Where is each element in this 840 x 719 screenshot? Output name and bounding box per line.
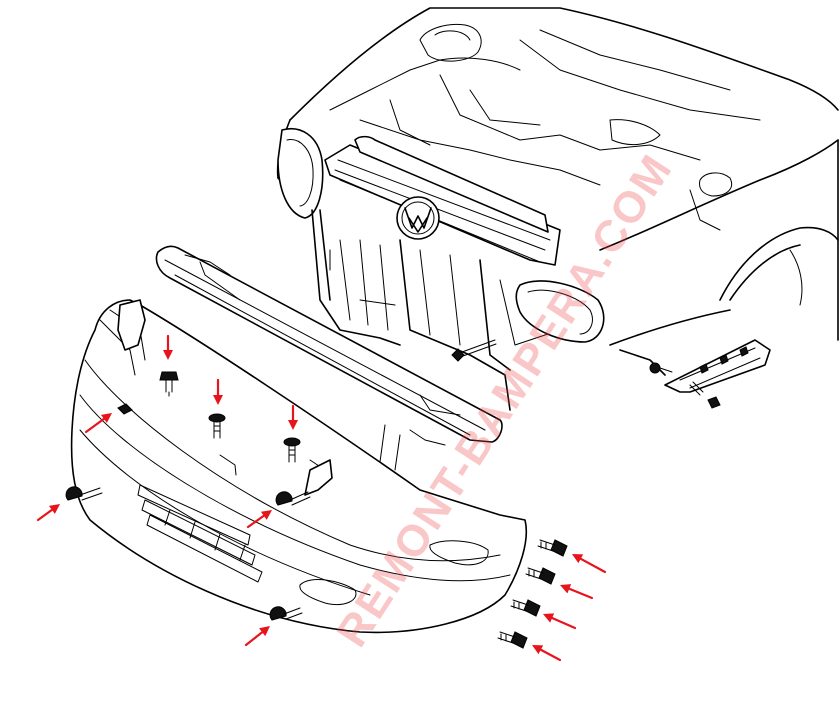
bumper-reinforcement — [155, 245, 503, 446]
red-arrows — [36, 334, 607, 662]
push-clip-upper — [159, 371, 179, 397]
red-arrow-6 — [246, 510, 272, 529]
fasteners — [65, 371, 568, 649]
red-arrow-2 — [213, 378, 223, 405]
red-arrow-5 — [36, 504, 60, 522]
red-arrow-7 — [244, 626, 270, 647]
screw-mid-2 — [283, 437, 301, 463]
bumper-cover — [70, 299, 528, 634]
car-body — [276, 7, 839, 411]
side-bracket-bolt — [689, 381, 721, 409]
red-arrow-1 — [163, 334, 173, 360]
screw-right-1 — [537, 539, 568, 557]
red-arrow-9 — [560, 584, 594, 600]
side-bracket-right — [619, 339, 771, 393]
red-arrow-3 — [288, 404, 298, 430]
red-arrow-4 — [84, 413, 112, 434]
bolt-bracket — [275, 491, 311, 506]
radiator-bolt — [451, 339, 497, 362]
red-arrow-11 — [532, 645, 562, 662]
screw-mid-1 — [208, 413, 226, 439]
bolt-left — [65, 403, 133, 501]
red-arrow-10 — [543, 613, 577, 630]
screw-right-3 — [510, 599, 541, 617]
bolt-bottom — [269, 606, 303, 621]
red-arrow-8 — [572, 554, 607, 574]
screw-right-4 — [497, 631, 528, 649]
screw-right-2 — [525, 567, 556, 585]
